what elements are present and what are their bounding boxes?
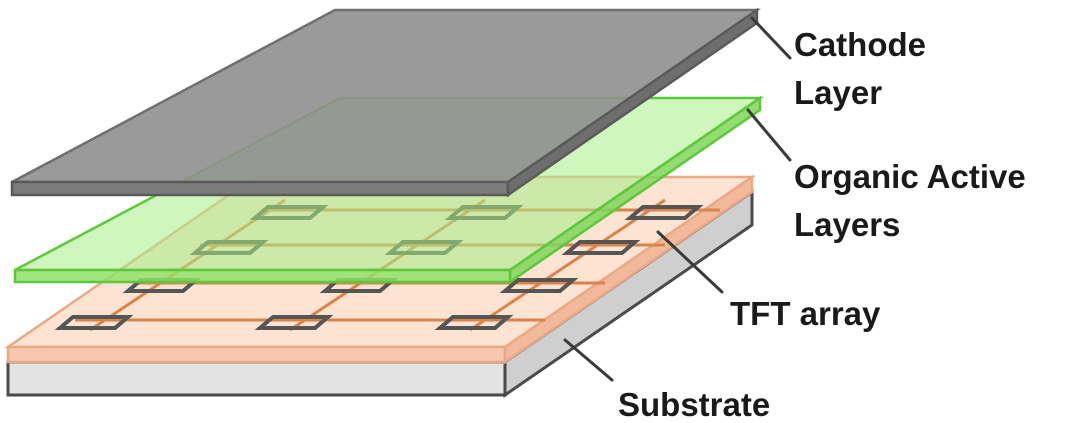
- cathode-label-line1: Cathode: [794, 26, 926, 63]
- tft-trace-column: [469, 198, 666, 332]
- organic-side-face: [508, 95, 762, 285]
- organic-label-line2: Layers: [794, 206, 900, 243]
- tft-front-face: [6, 345, 507, 364]
- substrate-leader-line: [563, 338, 614, 382]
- tft-label: TFT array: [730, 295, 881, 332]
- transistor-cell: [624, 205, 704, 220]
- organic-leader-line: [746, 108, 792, 162]
- layer-labels: Cathode Layer Organic Active Layers TFT …: [618, 26, 1026, 423]
- transistor-cell: [499, 278, 579, 293]
- substrate-layer: [6, 189, 754, 398]
- organic-label-line1: Organic Active: [794, 158, 1026, 195]
- cathode-front-face: [10, 180, 510, 197]
- cathode-label-line2: Layer: [794, 74, 882, 111]
- tft-leader-line: [656, 230, 724, 294]
- transistor-cell: [254, 315, 334, 330]
- substrate-label: Substrate: [618, 386, 770, 423]
- transistor-cell: [434, 315, 514, 330]
- organic-front-face: [13, 268, 512, 284]
- transistor-cell: [561, 240, 641, 255]
- leader-lines: [563, 16, 792, 382]
- substrate-front-face: [6, 360, 507, 397]
- tft-side-face: [503, 174, 754, 365]
- transistor-cell: [54, 315, 134, 330]
- cathode-leader-line: [750, 16, 792, 60]
- cathode-layer: [10, 7, 762, 198]
